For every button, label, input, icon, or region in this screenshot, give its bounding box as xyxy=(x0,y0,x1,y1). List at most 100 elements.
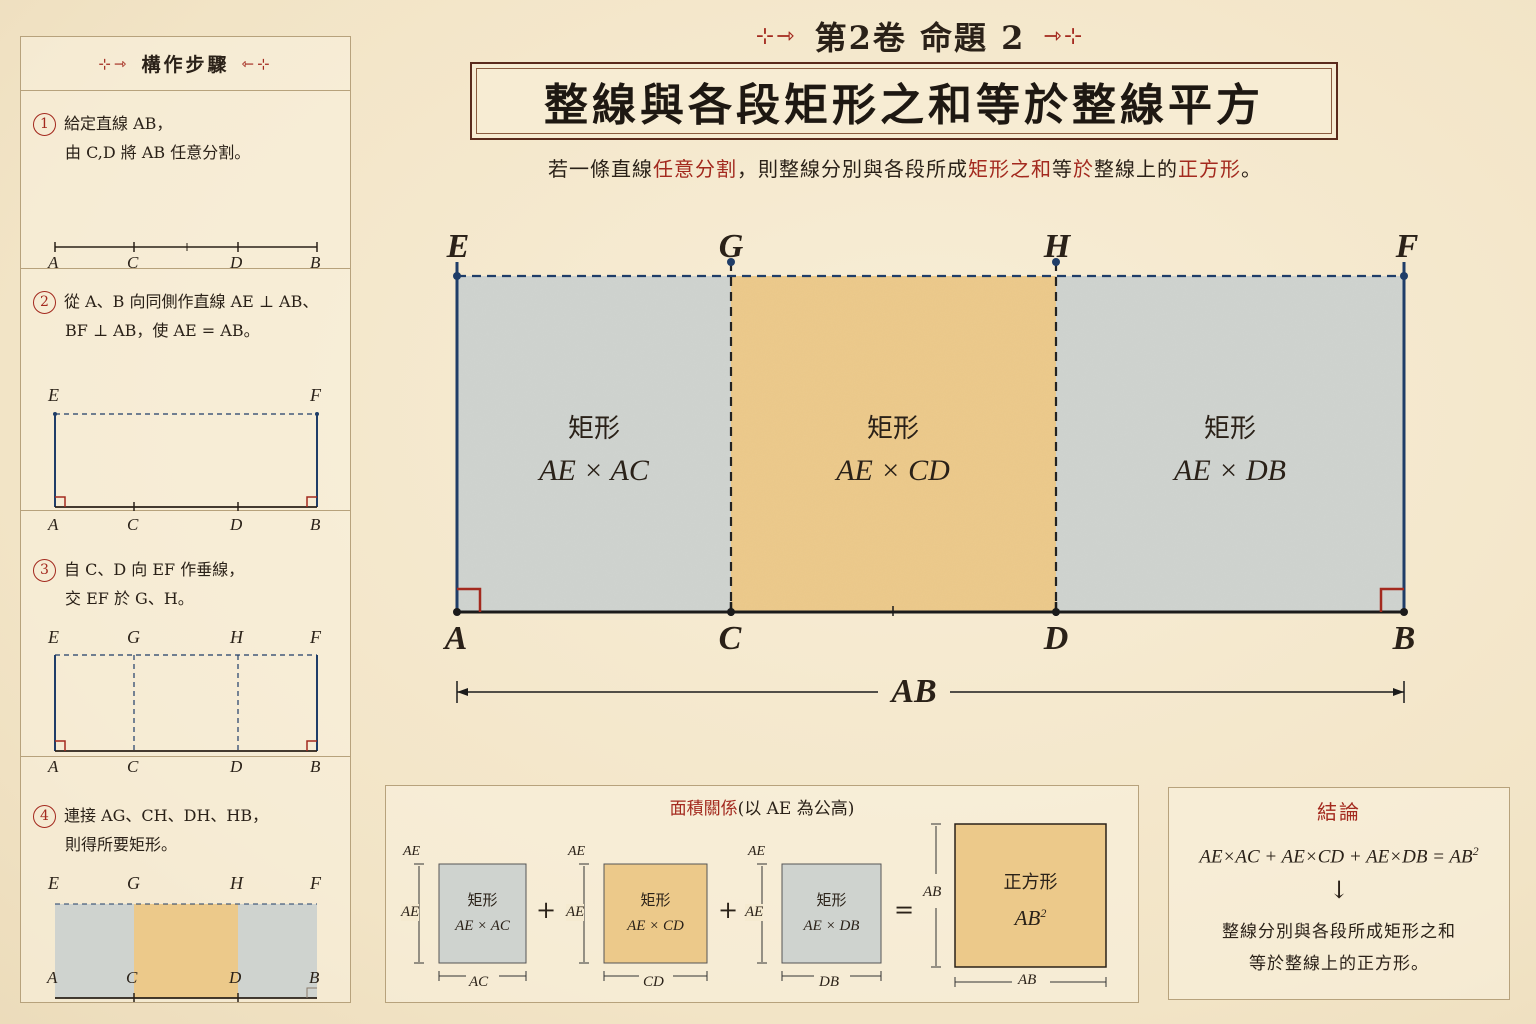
conclusion-line2: 等於整線上的正方形。 xyxy=(1249,954,1429,974)
ornament-left-icon: ⊹⇾ xyxy=(98,54,130,73)
point-label-b: B xyxy=(1392,620,1416,657)
square-name: 正方形 xyxy=(1003,872,1058,893)
step-1-label-b: B xyxy=(310,253,321,272)
statement-segment: 若一條直線 xyxy=(548,157,653,181)
page-title: 整線與各段矩形之和等於整線平方 xyxy=(476,68,1332,134)
rect-label-1-name: 矩形 xyxy=(567,414,620,444)
statement-segment: 整線上的 xyxy=(1094,157,1178,181)
step-1-figure xyxy=(54,242,318,252)
statement-segment: 等 xyxy=(1052,157,1073,181)
equals-sign: = xyxy=(894,896,915,924)
statement-segment: 矩形之和 xyxy=(968,157,1052,181)
step-2-number: 2 xyxy=(33,291,56,314)
term-1-base-label: AC xyxy=(469,974,489,990)
point-label-g: G xyxy=(718,228,744,265)
area-title-main: 面積關係 xyxy=(669,799,738,819)
rect-label-1: 矩形 AE × AC xyxy=(494,408,694,492)
title-box: 整線與各段矩形之和等於整線平方 xyxy=(470,62,1338,140)
step-2-label-b: B xyxy=(310,515,321,534)
step-4-label-e: E xyxy=(48,873,59,893)
statement-segment: 任意分割 xyxy=(653,157,737,181)
rect-label-3-name: 矩形 xyxy=(1203,414,1256,444)
step-4-label-b: B xyxy=(309,968,320,987)
right-angle-b-icon xyxy=(1379,587,1404,612)
step-2-label-f: F xyxy=(310,385,321,405)
subtitle-ornament-left-icon: ⊹⇾ xyxy=(755,23,797,49)
area-figure xyxy=(414,823,1107,987)
statement-segment: ，則整線分別與各段所成 xyxy=(737,157,968,181)
conclusion-equation-text: AE×AC + AE×CD + AE×DB = AB xyxy=(1199,846,1473,868)
ornament-right-icon: ⇽⊹ xyxy=(241,54,273,73)
step-1-label-a: A xyxy=(48,253,59,272)
square-exponent: 2 xyxy=(1040,906,1047,920)
square-label: 正方形 AB2 xyxy=(955,868,1106,933)
step-4-label-d: D xyxy=(229,968,242,987)
step-2-label-c: C xyxy=(127,515,139,534)
step-4-label-a: A xyxy=(47,968,58,987)
point-label-a: A xyxy=(444,620,468,657)
plus-sign-2: + xyxy=(718,896,739,924)
term-2-base-label: CD xyxy=(643,974,664,990)
term-2-label: 矩形 AE × CD xyxy=(604,887,707,939)
step-3-label-a: A xyxy=(48,757,59,776)
conclusion-text: 整線分別與各段所成矩形之和 等於整線上的正方形。 xyxy=(1169,916,1509,980)
rect-label-3: 矩形 AE × DB xyxy=(1130,408,1330,492)
square-side-label: AB xyxy=(923,884,942,900)
step-4-line1: 連接 AG、CH、DH、HB， xyxy=(64,806,269,825)
step-4-label-g: G xyxy=(127,873,140,893)
rect-label-1-expr: AE × AC xyxy=(539,454,649,487)
statement-segment: 正方形 xyxy=(1178,157,1241,181)
step-1-label-d: D xyxy=(230,253,243,272)
statement-segment: 。 xyxy=(1241,157,1262,181)
term-3-expr: AE × DB xyxy=(803,918,860,934)
square-expr: AB xyxy=(1014,906,1041,930)
term-1-name: 矩形 xyxy=(467,891,498,909)
rect-label-3-expr: AE × DB xyxy=(1174,454,1286,487)
term-3-name: 矩形 xyxy=(816,891,847,909)
term-3-height-label: AE xyxy=(748,844,766,859)
term-3-side-label: AE xyxy=(745,904,764,921)
rect-label-2-name: 矩形 xyxy=(866,414,919,444)
term-3-label: 矩形 AE × DB xyxy=(782,887,881,939)
rect-label-2-expr: AE × CD xyxy=(836,454,950,487)
conclusion-panel: 結論 AE×AC + AE×CD + AE×DB = AB2 ↓ 整線分別與各段… xyxy=(1168,787,1510,1000)
point-label-e: E xyxy=(446,228,470,265)
step-1-line1: 給定直線 AB， xyxy=(64,114,173,133)
step-4-number: 4 xyxy=(33,805,56,828)
step-3-line2: 交 EF 於 G、H。 xyxy=(65,589,194,608)
point-label-d: D xyxy=(1043,620,1069,657)
proposition-statement: 若一條直線任意分割，則整線分別與各段所成矩形之和等於整線上的正方形。 xyxy=(380,152,1430,186)
term-1-label: 矩形 AE × AC xyxy=(439,887,526,939)
rect-label-2: 矩形 AE × CD xyxy=(793,408,993,492)
right-angle-a-icon xyxy=(457,587,482,612)
step-3-label-h: H xyxy=(230,627,243,647)
conclusion-equation-exponent: 2 xyxy=(1472,844,1479,858)
term-2-name: 矩形 xyxy=(640,891,671,909)
step-3-label-b: B xyxy=(310,757,321,776)
term-1-expr: AE × AC xyxy=(455,918,510,934)
step-4-label-h: H xyxy=(230,873,243,893)
conclusion-title: 結論 xyxy=(1317,800,1361,824)
plus-sign-1: + xyxy=(536,896,557,924)
term-1-side-label: AE xyxy=(401,904,420,921)
conclusion-line1: 整線分別與各段所成矩形之和 xyxy=(1222,922,1456,942)
conclusion-equation: AE×AC + AE×CD + AE×DB = AB2 xyxy=(1169,844,1509,868)
term-2-side-label: AE xyxy=(566,904,585,921)
step-2-label-e: E xyxy=(48,385,59,405)
dimension-label-ab: AB xyxy=(891,673,937,710)
step-3-line1: 自 C、D 向 EF 作垂線， xyxy=(64,560,245,579)
step-3-figure xyxy=(54,654,318,752)
step-2-figure xyxy=(53,412,319,511)
steps-title: ⊹⇾ 構作步驟 ⇽⊹ xyxy=(21,37,350,91)
step-1-label-c: C xyxy=(127,253,139,272)
step-2-label-d: D xyxy=(230,515,243,534)
